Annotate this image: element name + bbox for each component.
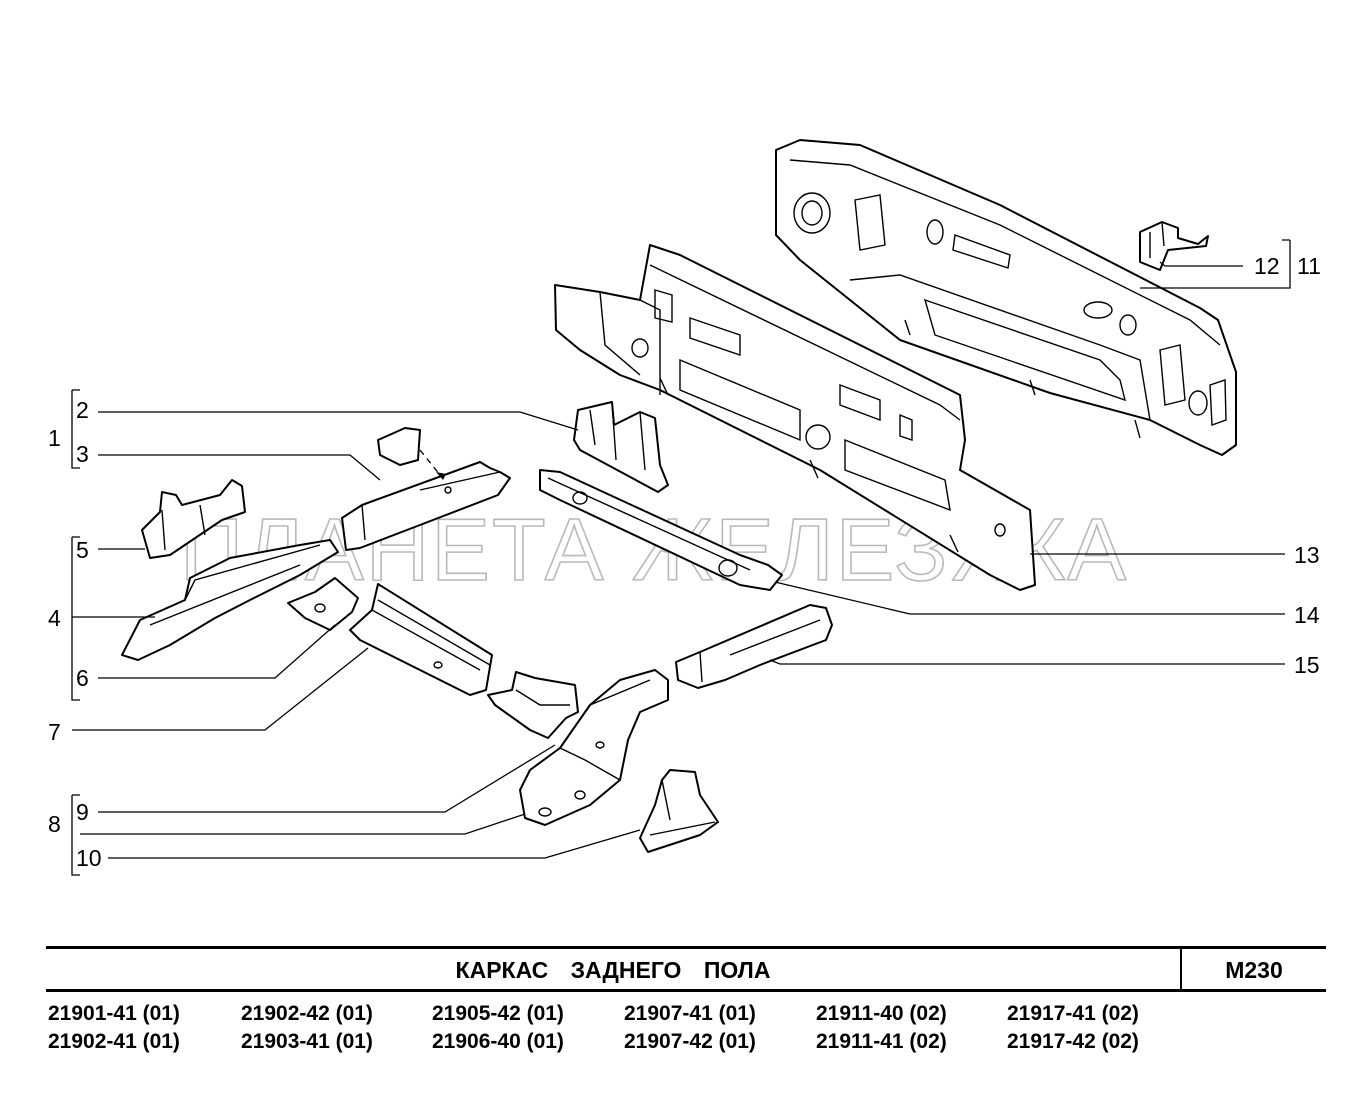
callout-5: 5 <box>76 537 89 563</box>
part-15-rail <box>675 604 833 689</box>
callout-2: 2 <box>76 397 89 423</box>
model-code: 21911-40 (02) <box>816 1002 947 1025</box>
part-bracket-middle <box>487 671 579 739</box>
part-3-rail <box>341 427 511 551</box>
part-9-side-member <box>519 669 669 826</box>
part-5-bracket <box>141 479 246 559</box>
title-divider <box>1180 949 1182 989</box>
model-code: 21911-41 (02) <box>816 1030 947 1053</box>
model-column: 21901-41 (01) 21902-41 (01) <box>48 1000 238 1056</box>
callout-1: 1 <box>48 425 61 451</box>
leader-lines <box>71 239 1291 876</box>
part-7-channel <box>349 583 493 696</box>
diagram-title: КАРКАС ЗАДНЕГО ПОЛА <box>455 957 771 983</box>
model-column: 21902-42 (01) 21903-41 (01) <box>241 1000 431 1056</box>
callout-6: 6 <box>76 665 89 691</box>
callout-14: 14 <box>1294 602 1320 628</box>
part-11-rear-panel <box>775 139 1237 456</box>
model-code: 21902-41 (01) <box>48 1030 180 1053</box>
part-2-bracket <box>573 401 669 493</box>
callout-10: 10 <box>76 845 102 871</box>
part-4-side-member <box>121 539 339 661</box>
model-code: 21917-41 (02) <box>1007 1002 1139 1025</box>
model-column: 21905-42 (01) 21906-40 (01) <box>432 1000 622 1056</box>
callout-3: 3 <box>76 441 89 467</box>
callout-7: 7 <box>48 719 61 745</box>
callouts: 1 2 3 4 5 6 7 8 9 10 11 12 13 14 15 <box>48 253 1321 871</box>
model-code: 21917-42 (02) <box>1007 1030 1139 1053</box>
model-column: 21911-40 (02) 21911-41 (02) <box>816 1000 1006 1056</box>
model-code: 21903-41 (01) <box>241 1030 373 1053</box>
part-13-cross-member <box>554 244 1036 591</box>
part-14-crossbar <box>539 469 783 591</box>
model-list: 21901-41 (01) 21902-41 (01) 21902-42 (01… <box>46 1000 1326 1060</box>
callout-12: 12 <box>1254 253 1280 279</box>
title-block: КАРКАС ЗАДНЕГО ПОЛА М230 <box>46 946 1326 992</box>
sheet-code: М230 <box>1225 957 1283 983</box>
callout-9: 9 <box>76 799 89 825</box>
callout-4: 4 <box>48 605 61 631</box>
model-code: 21901-41 (01) <box>48 1002 180 1025</box>
part-12-bracket <box>1139 221 1209 271</box>
part-10-bracket <box>639 769 719 853</box>
model-code: 21905-42 (01) <box>432 1002 564 1025</box>
model-code: 21906-40 (01) <box>432 1030 564 1053</box>
model-code: 21902-42 (01) <box>241 1002 373 1025</box>
callout-11: 11 <box>1297 253 1321 279</box>
callout-15: 15 <box>1294 652 1320 678</box>
model-code: 21907-42 (01) <box>624 1030 756 1053</box>
model-column: 21917-41 (02) 21917-42 (02) <box>1007 1000 1197 1056</box>
model-code: 21907-41 (01) <box>624 1002 756 1025</box>
model-column: 21907-41 (01) 21907-42 (01) <box>624 1000 814 1056</box>
callout-8: 8 <box>48 811 61 837</box>
callout-13: 13 <box>1294 542 1320 568</box>
part-6-bracket <box>287 577 359 631</box>
